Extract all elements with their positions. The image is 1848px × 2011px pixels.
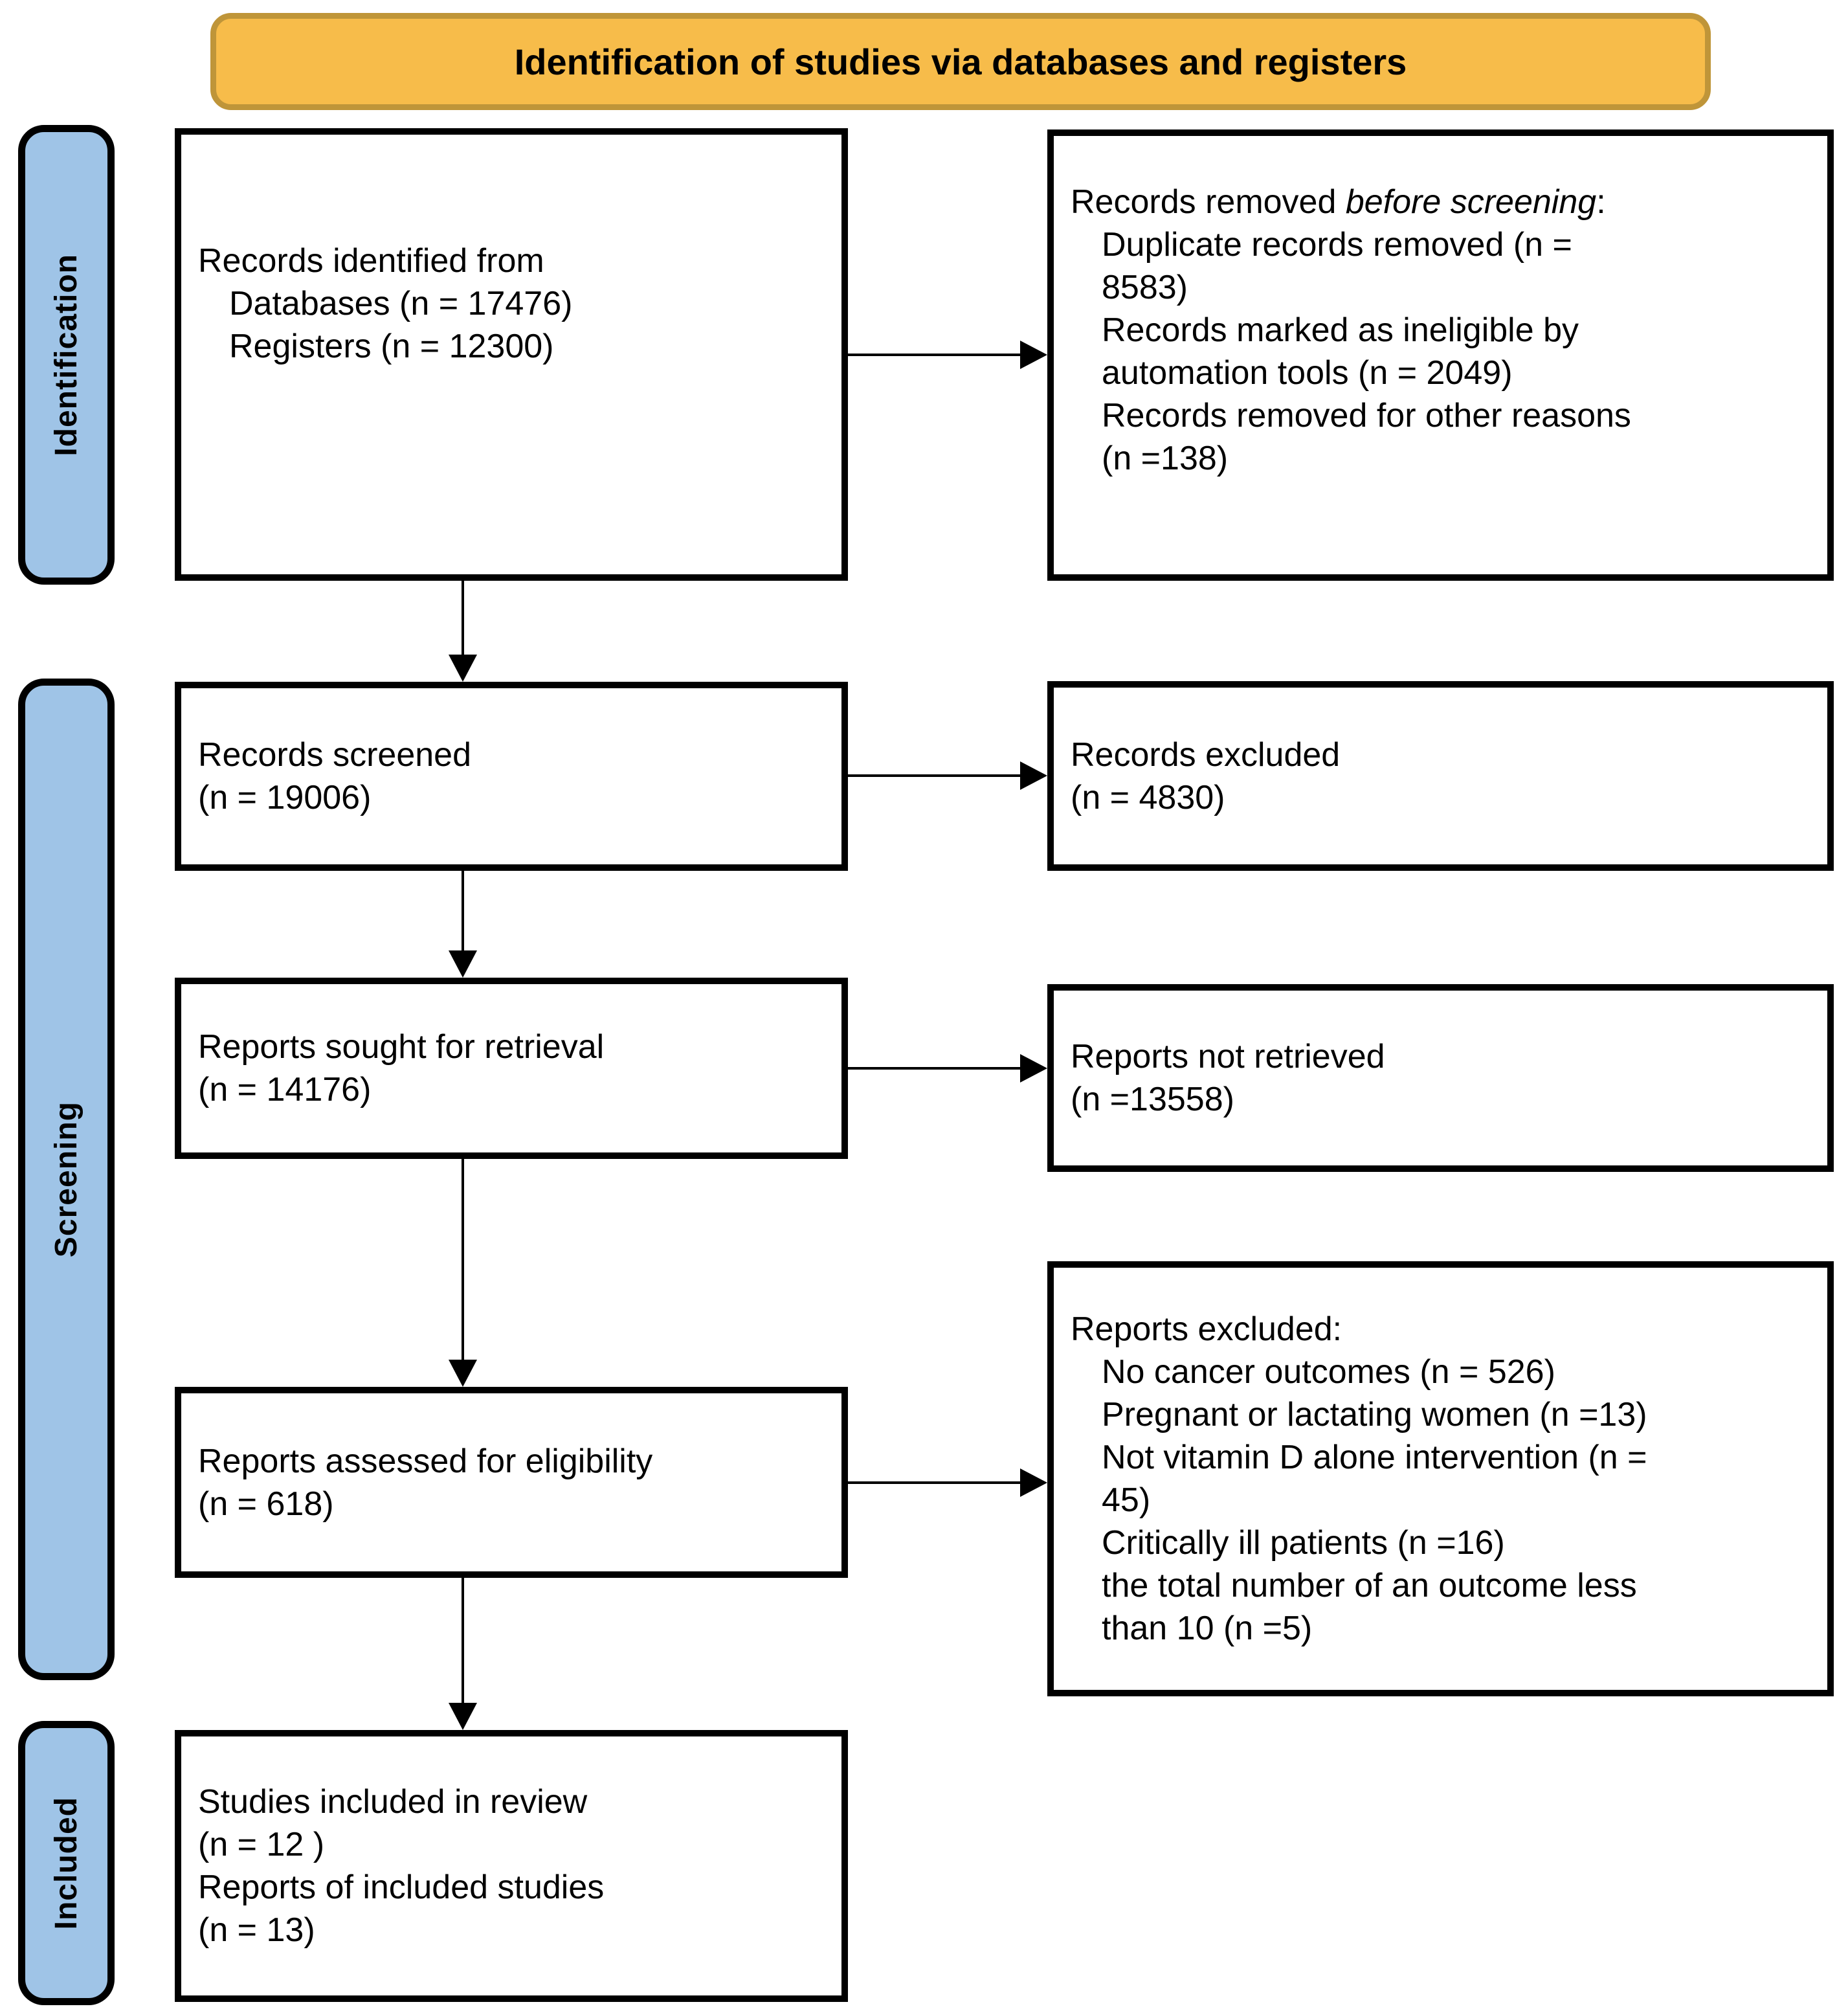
stage-tab-label: Included — [49, 1796, 83, 1930]
arrow-screened-to-sought — [449, 871, 477, 978]
box-reports-sought-for-retrieval: Reports sought for retrieval (n = 14176) — [175, 978, 848, 1159]
box-line: 45) — [1102, 1481, 1151, 1519]
header-banner: Identification of studies via databases … — [210, 13, 1711, 110]
box-line: (n = 14176) — [198, 1071, 372, 1108]
box-line: Critically ill patients (n =16) — [1102, 1524, 1505, 1562]
box-line: (n =13558) — [1071, 1081, 1234, 1118]
box-reports-not-retrieved: Reports not retrieved (n =13558) — [1047, 984, 1834, 1172]
box-line: (n = 12 ) — [198, 1826, 325, 1863]
box-line: the total number of an outcome less — [1102, 1567, 1637, 1604]
arrow-identified-to-screened — [449, 581, 477, 682]
box-line: (n = 19006) — [198, 779, 372, 816]
box-records-removed-before-screening: Records removed before screening: Duplic… — [1047, 129, 1834, 581]
box-line: Reports of included studies — [198, 1869, 605, 1906]
box-reports-assessed-for-eligibility: Reports assessed for eligibility (n = 61… — [175, 1387, 848, 1578]
arrow-sought-to-assessed — [449, 1159, 477, 1387]
stage-tab-label: Identification — [49, 253, 83, 456]
box-line: 8583) — [1102, 268, 1188, 306]
box-reports-excluded: Reports excluded: No cancer outcomes (n … — [1047, 1261, 1834, 1696]
box-line: Reports not retrieved — [1071, 1038, 1385, 1075]
box-line: Databases (n = 17476) — [229, 284, 573, 322]
box-line: Records screened — [198, 736, 471, 774]
arrow-sought-to-not-retrieved — [848, 1054, 1047, 1083]
box-line: Records identified from — [198, 242, 544, 280]
box-line-segment-italic: before screening — [1345, 183, 1597, 221]
box-line: automation tools (n = 2049) — [1102, 354, 1513, 392]
box-line: Reports assessed for eligibility — [198, 1442, 653, 1480]
box-records-identified: Records identified from Databases (n = 1… — [175, 128, 848, 581]
box-line: Records marked as ineligible by — [1102, 311, 1579, 349]
box-line: (n =138) — [1102, 439, 1229, 477]
box-line-segment: Records removed — [1071, 183, 1346, 221]
box-line: Pregnant or lactating women (n =13) — [1102, 1396, 1647, 1433]
box-studies-included-in-review: Studies included in review (n = 12 ) Rep… — [175, 1730, 848, 2002]
arrow-assessed-to-reports-excluded — [848, 1468, 1047, 1497]
box-line: Registers (n = 12300) — [229, 327, 554, 365]
box-records-excluded: Records excluded (n = 4830) — [1047, 681, 1834, 871]
stage-tab-screening: Screening — [18, 679, 115, 1680]
box-line: No cancer outcomes (n = 526) — [1102, 1353, 1555, 1391]
arrow-screened-to-excluded — [848, 761, 1047, 790]
box-line: Reports sought for retrieval — [198, 1028, 605, 1066]
box-line: Records removed for other reasons — [1102, 396, 1631, 434]
box-line: (n = 13) — [198, 1911, 315, 1949]
arrow-identified-to-removed — [848, 341, 1047, 369]
box-line-segment: : — [1596, 183, 1606, 221]
stage-tab-included: Included — [18, 1721, 115, 2005]
box-line: Records excluded — [1071, 736, 1341, 774]
stage-tab-label: Screening — [49, 1101, 83, 1258]
box-line: (n = 4830) — [1071, 778, 1225, 816]
box-line: (n = 618) — [198, 1485, 334, 1523]
box-line: than 10 (n =5) — [1102, 1610, 1313, 1647]
box-line: Duplicate records removed (n = — [1102, 225, 1572, 264]
box-line: Studies included in review — [198, 1783, 588, 1821]
arrow-assessed-to-included — [449, 1578, 477, 1730]
box-line: Records removed before screening: — [1071, 181, 1814, 223]
header-title: Identification of studies via databases … — [514, 41, 1407, 82]
box-records-screened: Records screened (n = 19006) — [175, 682, 848, 871]
box-line: Reports excluded: — [1071, 1310, 1342, 1348]
stage-tab-identification: Identification — [18, 125, 115, 585]
box-line: Not vitamin D alone intervention (n = — [1102, 1439, 1647, 1476]
